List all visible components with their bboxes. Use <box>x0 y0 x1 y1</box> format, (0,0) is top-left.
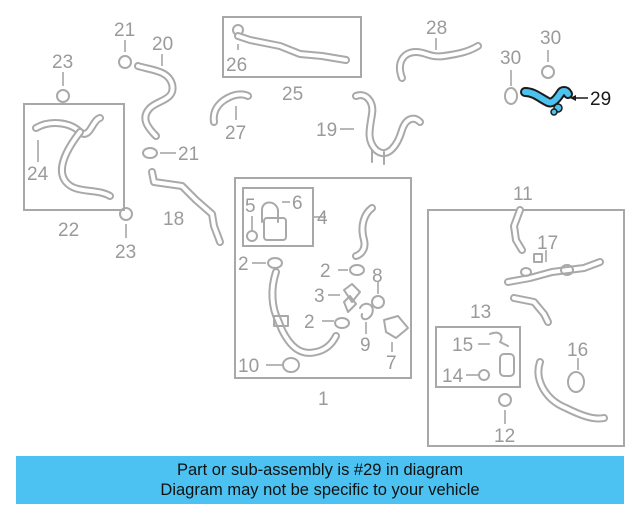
label-21a: 21 <box>114 20 135 41</box>
label-14: 14 <box>442 366 464 387</box>
part-26-pipe[interactable] <box>232 24 350 64</box>
part-2-clamp-b[interactable] <box>338 264 365 276</box>
label-18: 18 <box>163 209 184 230</box>
part-20-hose[interactable] <box>134 54 177 140</box>
banner-line-1: Part or sub-assembly is #29 in diagram <box>176 461 464 479</box>
group-box-1 <box>234 177 412 379</box>
part-19-hose[interactable] <box>340 91 424 165</box>
part-4-hose[interactable] <box>314 204 376 260</box>
part-11-pipe[interactable] <box>510 206 526 254</box>
label-23b: 23 <box>115 242 136 263</box>
part-17-connector[interactable] <box>504 250 604 326</box>
group-box-4 <box>242 187 314 247</box>
label-3: 3 <box>314 286 325 307</box>
part-7-flange[interactable] <box>383 315 409 352</box>
part-3-connector[interactable] <box>328 283 361 313</box>
part-29-hose-highlighted[interactable] <box>520 86 573 116</box>
part-23-clamp-top[interactable] <box>56 72 70 103</box>
part-6-housing[interactable] <box>261 201 290 241</box>
label-15: 15 <box>452 335 473 356</box>
label-28: 28 <box>426 18 447 39</box>
part-18-pipe[interactable] <box>148 168 224 246</box>
group-box-13 <box>435 326 521 388</box>
part-16-hose[interactable] <box>534 358 608 423</box>
parts-diagram: 1 2 2 2 3 4 5 6 7 8 9 10 11 12 13 14 15 … <box>23 16 625 447</box>
part-5-clamp[interactable] <box>246 216 258 242</box>
label-30a: 30 <box>540 28 561 49</box>
label-30b: 30 <box>500 48 521 69</box>
label-25: 25 <box>282 84 303 105</box>
part-8-gasket[interactable] <box>371 282 385 309</box>
part-30-cap[interactable] <box>504 70 518 105</box>
part-2-clamp-a[interactable] <box>252 257 283 269</box>
label-19: 19 <box>316 120 337 141</box>
label-8: 8 <box>372 266 383 287</box>
label-21b: 21 <box>178 144 199 165</box>
part-30-clamp[interactable] <box>541 50 555 79</box>
label-20: 20 <box>152 34 173 55</box>
label-22: 22 <box>58 220 79 241</box>
label-6: 6 <box>292 193 303 214</box>
part-1-hose-main[interactable] <box>268 268 340 357</box>
label-24: 24 <box>27 164 49 185</box>
part-9-clip[interactable] <box>359 302 374 334</box>
label-10: 10 <box>238 356 259 377</box>
label-23a: 23 <box>52 52 73 73</box>
part-12-clamp[interactable] <box>498 393 512 424</box>
banner-line-2: Diagram may not be specific to your vehi… <box>160 481 480 499</box>
part-23-clamp-bottom[interactable] <box>119 207 133 238</box>
label-27: 27 <box>225 123 246 144</box>
label-7: 7 <box>386 353 397 374</box>
part-21-clamp-mid[interactable] <box>142 147 176 159</box>
label-26: 26 <box>226 55 247 76</box>
part-24-hose[interactable] <box>32 114 114 200</box>
label-12: 12 <box>494 426 515 447</box>
label-17: 17 <box>537 233 558 254</box>
part-10-seal[interactable] <box>266 357 300 373</box>
info-banner: Part or sub-assembly is #29 in diagram D… <box>16 456 624 504</box>
part-27-hose[interactable] <box>209 90 252 126</box>
part-15-hose[interactable] <box>478 331 515 377</box>
part-28-hose[interactable] <box>395 38 482 82</box>
group-box-22 <box>23 103 125 211</box>
label-5: 5 <box>245 196 256 217</box>
part-21-clamp-top[interactable] <box>118 40 132 69</box>
part-14-ring[interactable] <box>466 369 490 381</box>
group-box-11 <box>427 209 625 447</box>
label-16: 16 <box>567 340 588 361</box>
label-9: 9 <box>360 335 371 356</box>
label-11: 11 <box>513 184 533 205</box>
label-2b: 2 <box>320 261 331 282</box>
group-box-25 <box>222 16 362 78</box>
label-13: 13 <box>470 302 491 323</box>
label-4: 4 <box>317 208 328 229</box>
part-29-leader <box>570 95 588 101</box>
part-2-clamp-c[interactable] <box>322 317 350 329</box>
label-2c: 2 <box>304 312 315 333</box>
label-29: 29 <box>590 89 611 110</box>
label-1: 1 <box>318 389 329 410</box>
label-2a: 2 <box>238 254 249 275</box>
